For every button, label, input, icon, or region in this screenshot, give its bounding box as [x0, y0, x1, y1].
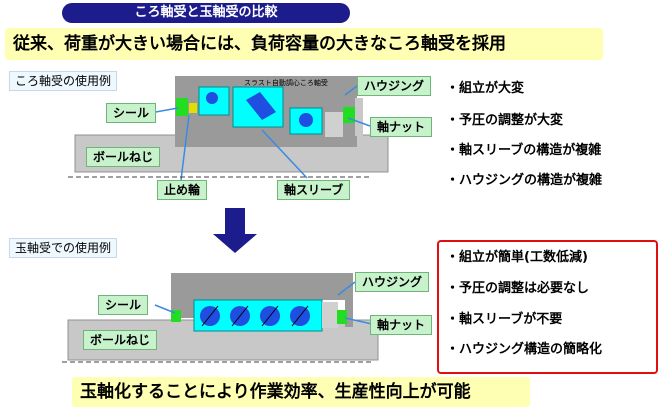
- label-nut-top: 軸ナット: [370, 117, 433, 137]
- down-arrow-icon: [213, 208, 257, 253]
- bearing-type-text: スラスト自動調心ころ軸受: [244, 79, 328, 87]
- seal-part-bottom: [171, 310, 181, 322]
- nut-part-top: [325, 112, 343, 137]
- headline-top: 従来、荷重が大きい場合には、負荷容量の大きなころ軸受を採用: [5, 28, 603, 60]
- headline-bottom: 玉軸化することにより作業効率、生産性向上が可能: [72, 377, 530, 407]
- seal-part-top: [176, 98, 188, 116]
- roller-bullet: ・軸スリーブの構造が複雑: [446, 143, 602, 158]
- ball-bullet: ・予圧の調整は必要なし: [446, 281, 590, 296]
- roller-bullet: ・予圧の調整が大変: [446, 113, 564, 128]
- section-label-roller: ころ軸受の使用例: [9, 71, 118, 91]
- label-ball-screw-bottom: ボールねじ: [83, 330, 158, 350]
- label-housing-top: ハウジング: [357, 76, 432, 96]
- roller-bearing-drawing: [68, 76, 389, 181]
- page-title: ころ軸受と玉軸受の比較: [62, 3, 350, 23]
- label-stop-ring: 止め輪: [157, 180, 208, 200]
- ball-bullet: ・ハウジング構造の簡略化: [446, 342, 603, 357]
- label-ball-screw-top: ボールねじ: [86, 147, 161, 167]
- roller-bullet: ・組立が大変: [446, 81, 525, 96]
- advantages-box: [437, 240, 658, 374]
- label-seal-bottom: シール: [98, 295, 149, 315]
- label-housing-bottom: ハウジング: [355, 272, 430, 292]
- ball-bullet: ・軸スリーブが不要: [446, 312, 563, 327]
- stop-ring-part: [189, 103, 197, 113]
- label-seal-top: シール: [106, 103, 157, 123]
- label-sleeve: 軸スリーブ: [277, 180, 351, 200]
- housing-bottom: [171, 273, 348, 300]
- label-nut-bottom: 軸ナット: [370, 315, 433, 335]
- section-label-ball: 玉軸受での使用例: [9, 238, 118, 258]
- nut-part-bottom: [322, 302, 338, 328]
- ball-element-top: [299, 113, 313, 127]
- ball-bearing-drawing: [62, 273, 379, 363]
- roller-element: [246, 92, 276, 120]
- roller-bullet: ・ハウジングの構造が複雑: [446, 173, 603, 188]
- ball-bullet: ・組立が簡単(工数低減): [446, 250, 588, 265]
